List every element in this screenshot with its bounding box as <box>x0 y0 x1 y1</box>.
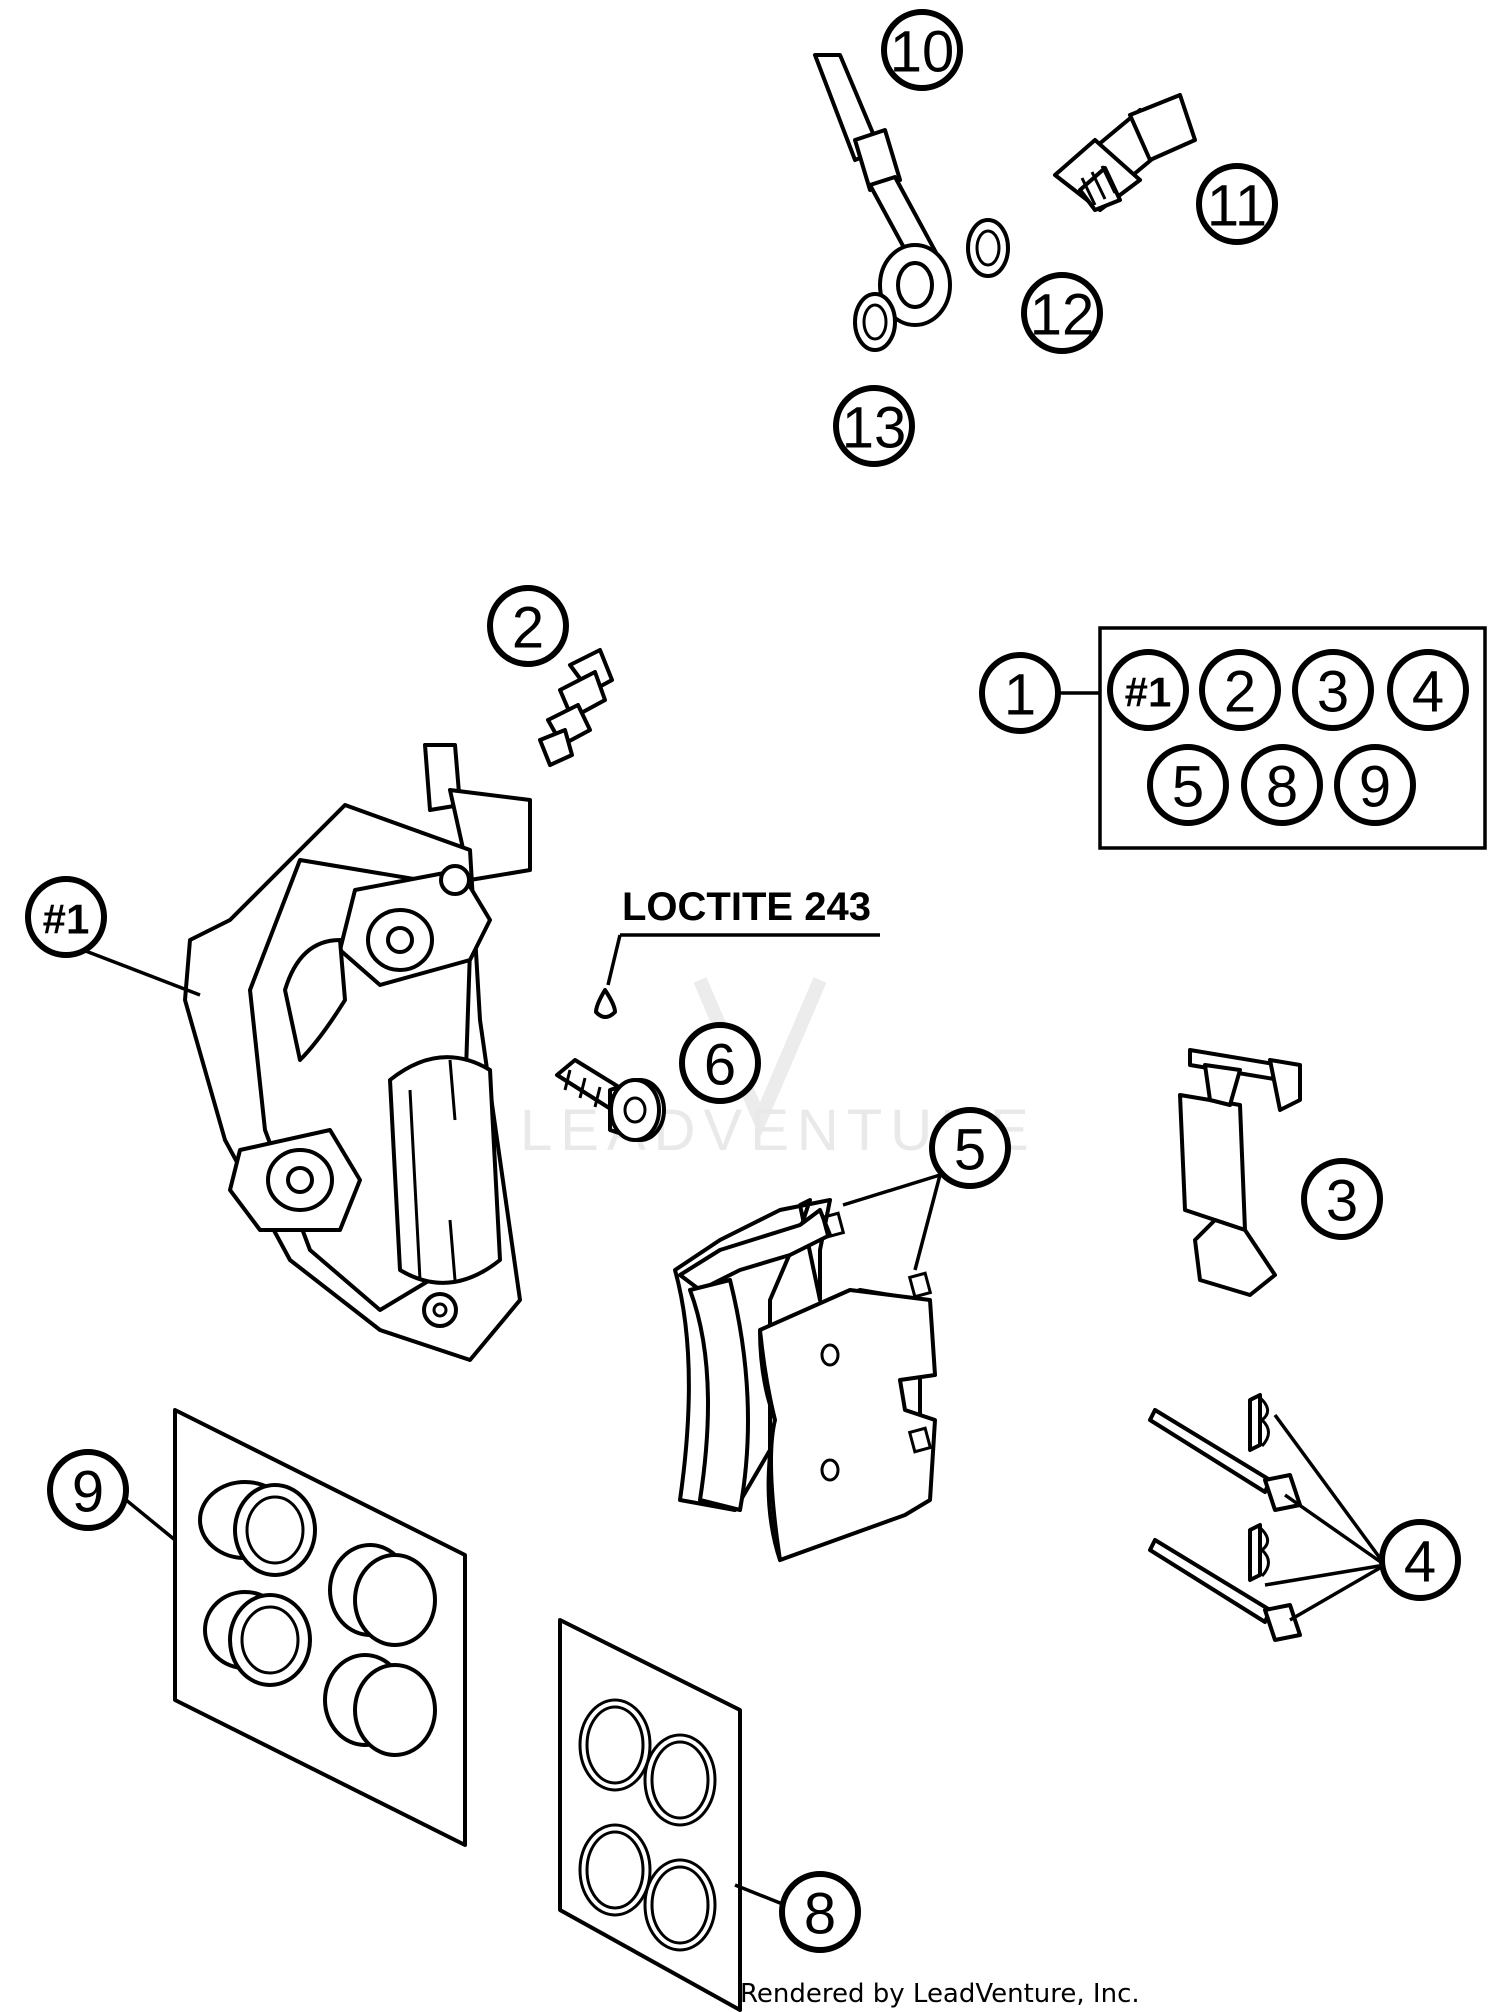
kit-item-1-label: 2 <box>1224 660 1256 725</box>
kit-item-0-label: #1 <box>1125 669 1172 716</box>
callout-3-label: 3 <box>1326 1169 1358 1234</box>
callout-4-label: 4 <box>1404 1530 1436 1595</box>
callout-11: 11 <box>1196 163 1278 245</box>
kit-item-5-label: 8 <box>1266 755 1298 820</box>
callout-13-label: 13 <box>842 396 907 461</box>
kit-item-3: 3 <box>1292 649 1374 731</box>
callout-8: 8 <box>779 1871 861 1953</box>
callout-8-label: 8 <box>804 1882 836 1947</box>
callout-caliper-label: #1 <box>43 896 90 943</box>
kit-item-6-label: 9 <box>1359 755 1391 820</box>
brake-caliper <box>183 743 532 1362</box>
callout-2: 2 <box>487 585 569 667</box>
callout-caliper: #1 <box>25 876 107 958</box>
callout-10-label: 10 <box>890 20 955 85</box>
kit-item-8: 8 <box>1241 744 1323 826</box>
seal-kit <box>558 1618 742 2012</box>
callout-10: 10 <box>881 9 963 91</box>
brake-pads <box>673 1198 937 1562</box>
pad-spring <box>1178 1048 1302 1297</box>
kit-item-2-label: 3 <box>1317 660 1349 725</box>
kit-item-4-label: 5 <box>1172 755 1204 820</box>
kit-item-5: 5 <box>1147 744 1229 826</box>
cap-screw <box>555 988 666 1142</box>
callout-1-label: 1 <box>1004 663 1036 728</box>
callout-6-label: 6 <box>704 1033 736 1098</box>
callout-2-label: 2 <box>512 596 544 661</box>
callout-9-label: 9 <box>72 1460 104 1525</box>
kit-item-3-label: 4 <box>1412 660 1444 725</box>
callout-5: 5 <box>929 1107 1011 1189</box>
piston-kit <box>173 1408 467 1847</box>
loctite-note: LOCTITE 243 <box>622 885 871 929</box>
kit-item-9: 9 <box>1334 744 1416 826</box>
pad-pins <box>1148 1393 1302 1642</box>
bleeder-screw <box>538 648 614 767</box>
callout-6: 6 <box>679 1022 761 1104</box>
callout-5-label: 5 <box>954 1118 986 1183</box>
kit-item-caliper: #1 <box>1107 649 1189 731</box>
brake-line-assembly <box>813 53 1197 352</box>
callout-3: 3 <box>1301 1158 1383 1240</box>
leader-lines <box>69 933 1387 1907</box>
rendered-by-footer: Rendered by LeadVenture, Inc. <box>740 1979 1140 2009</box>
kit-item-2: 2 <box>1199 649 1281 731</box>
kit-item-4: 4 <box>1387 649 1469 731</box>
callout-1: 1 <box>979 652 1061 734</box>
callout-9: 9 <box>47 1449 129 1531</box>
callout-12-label: 12 <box>1030 283 1095 348</box>
callout-12: 12 <box>1021 272 1103 354</box>
callout-4: 4 <box>1379 1519 1461 1601</box>
callout-11-label: 11 <box>1207 174 1267 239</box>
callout-13: 13 <box>833 385 915 467</box>
